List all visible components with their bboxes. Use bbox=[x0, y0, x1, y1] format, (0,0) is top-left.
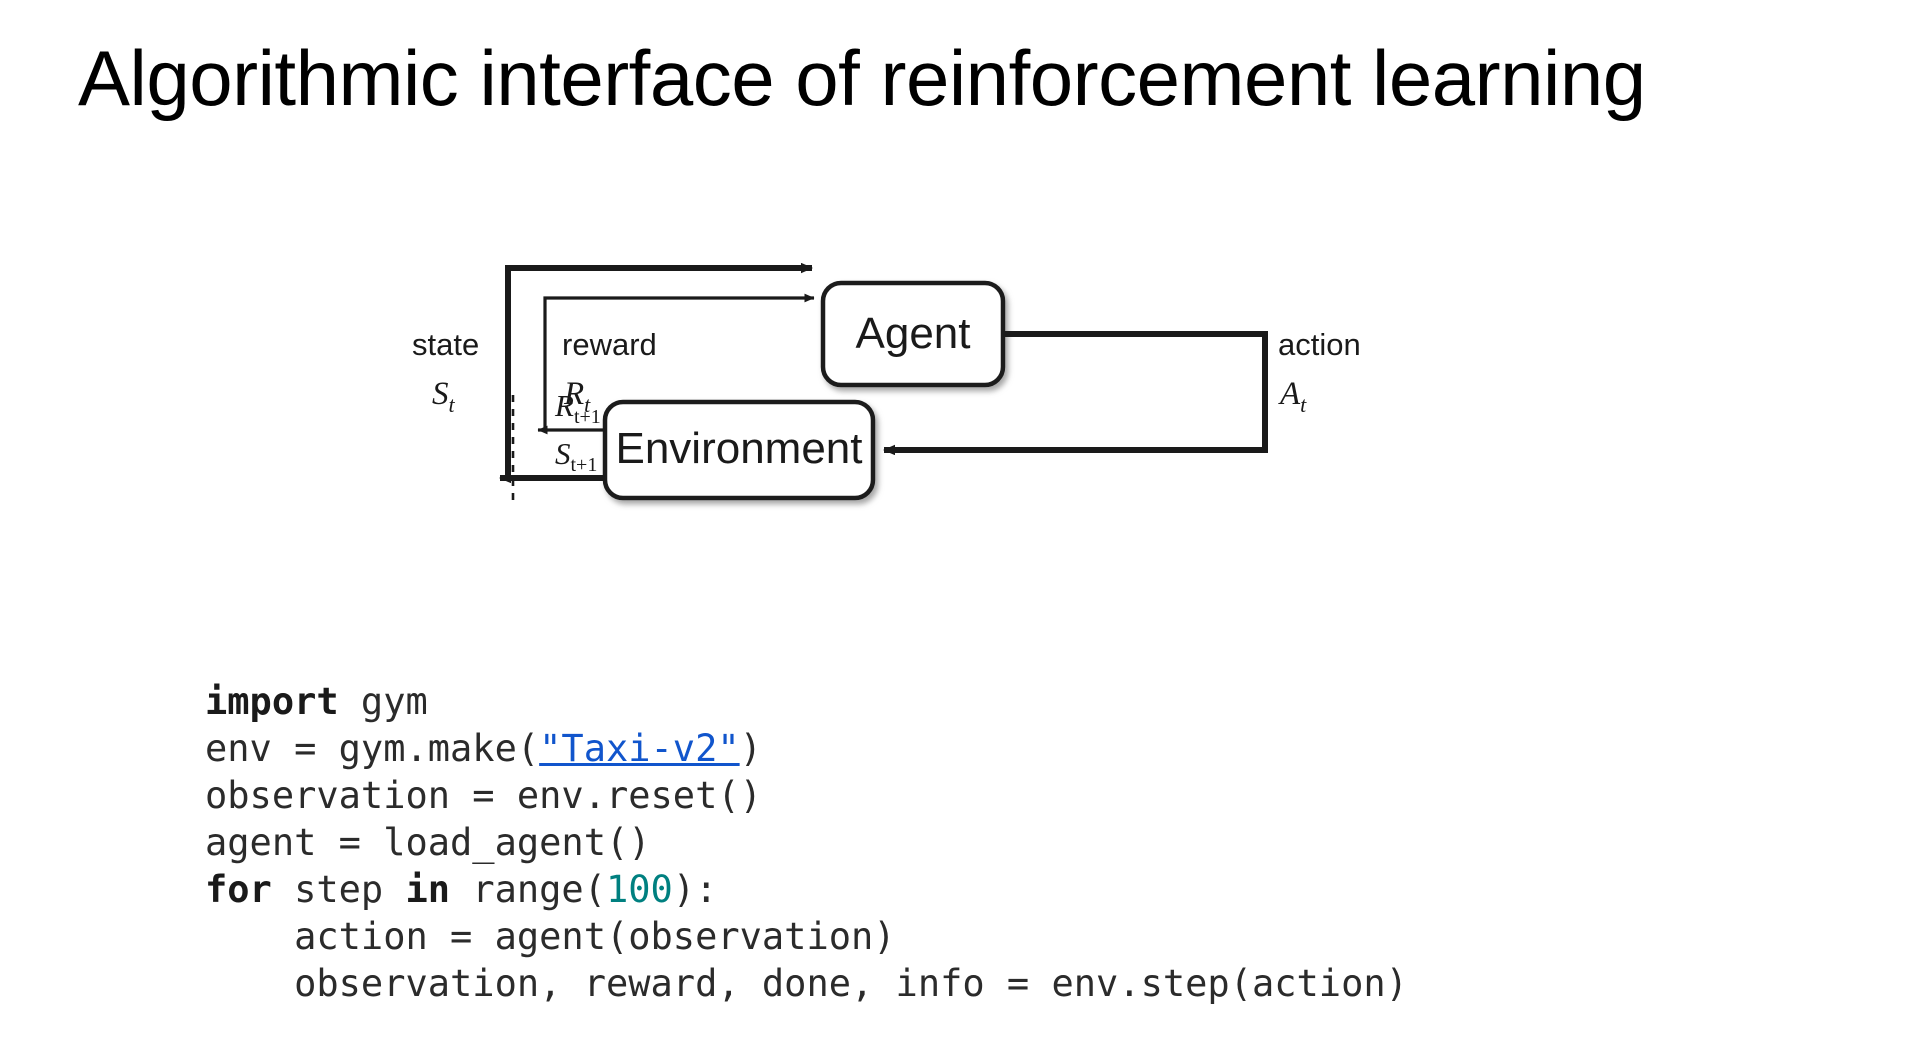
environment-box bbox=[602, 399, 876, 501]
code-keyword: for bbox=[205, 868, 272, 911]
state-feedback-path bbox=[505, 262, 813, 478]
code-text: observation = env.reset() bbox=[205, 774, 762, 817]
rl-agent-environment-diagram: Agent Environment state St reward Rt bbox=[380, 210, 1540, 540]
code-text: step bbox=[271, 868, 406, 911]
code-line: for step in range(100): bbox=[205, 866, 1408, 913]
code-text: range( bbox=[450, 868, 606, 911]
code-number: 100 bbox=[605, 868, 673, 911]
code-line: env = gym.make("Taxi-v2") bbox=[205, 725, 1408, 772]
reward-symbol: Rt bbox=[563, 376, 591, 417]
code-line: action = agent(observation) bbox=[205, 913, 1408, 960]
next-reward-symbol: Rt+1 bbox=[554, 388, 601, 428]
code-line: observation = env.reset() bbox=[205, 772, 1408, 819]
code-line: observation, reward, done, info = env.st… bbox=[205, 960, 1408, 1007]
code-text: observation, reward, done, info = env.st… bbox=[205, 962, 1408, 1005]
code-keyword: import bbox=[205, 680, 339, 723]
code-text: agent = load_agent() bbox=[205, 821, 651, 864]
code-text: action = agent(observation) bbox=[205, 915, 896, 958]
agent-label: Agent bbox=[856, 309, 971, 358]
code-line: import gym bbox=[205, 678, 1408, 725]
code-text: env = gym.make( bbox=[205, 727, 540, 770]
reward-label-group: reward Rt bbox=[562, 327, 657, 417]
code-keyword: in bbox=[405, 868, 451, 911]
reward-label: reward bbox=[562, 327, 657, 362]
next-state-symbol: St+1 bbox=[555, 436, 597, 476]
page-title: Algorithmic interface of reinforcement l… bbox=[78, 34, 1646, 122]
state-label-group: state St bbox=[412, 327, 479, 417]
action-label: action bbox=[1278, 327, 1361, 362]
code-text: gym bbox=[338, 680, 428, 723]
code-text: ): bbox=[672, 868, 718, 911]
code-line: agent = load_agent() bbox=[205, 819, 1408, 866]
action-symbol: At bbox=[1278, 376, 1307, 417]
action-label-group: action At bbox=[1278, 327, 1361, 417]
code-string-link[interactable]: "Taxi-v2" bbox=[539, 727, 740, 770]
reward-feedback-path bbox=[543, 293, 815, 430]
state-symbol: St bbox=[432, 376, 456, 417]
action-path bbox=[883, 331, 1268, 456]
code-text: ) bbox=[739, 727, 762, 770]
environment-label: Environment bbox=[615, 424, 862, 473]
state-label: state bbox=[412, 327, 479, 362]
agent-node: Agent bbox=[820, 280, 1006, 388]
environment-node: Environment bbox=[602, 399, 876, 501]
